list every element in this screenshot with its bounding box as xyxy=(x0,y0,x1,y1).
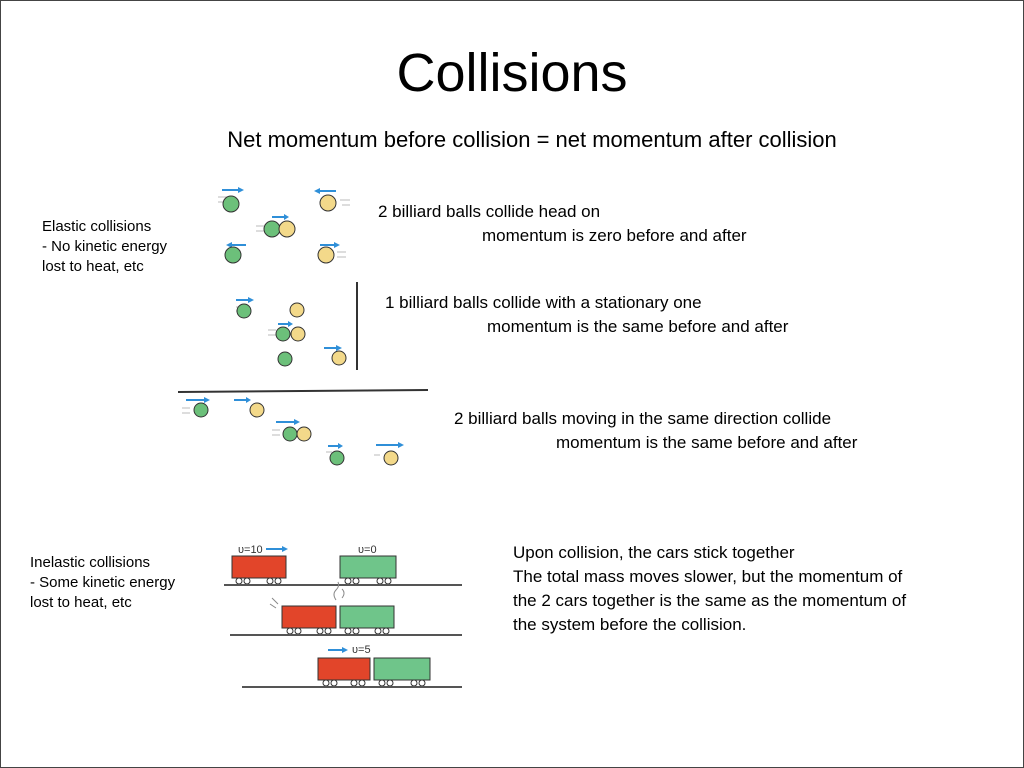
fast-ball-before xyxy=(193,402,209,418)
stationary-ball-impact xyxy=(290,326,306,342)
green-ball-after xyxy=(224,246,242,264)
same-direction-collision-illustration xyxy=(177,389,429,466)
stationary-ball-before xyxy=(289,302,305,318)
case-head-on: 2 billiard balls collide head on momentu… xyxy=(378,200,747,248)
red-car-before xyxy=(231,555,287,579)
moving-ball-impact xyxy=(275,326,291,342)
yellow-ball-before xyxy=(319,194,337,212)
green-car-before xyxy=(339,555,397,579)
yellow-ball-impact xyxy=(278,220,296,238)
green-ball-impact xyxy=(263,220,281,238)
slow-ball-before xyxy=(249,402,265,418)
case-same-direction-line1: 2 billiard balls moving in the same dire… xyxy=(454,409,832,428)
inelastic-line3: lost to heat, etc xyxy=(30,594,132,611)
case-same-direction-line2: momentum is the same before and after xyxy=(556,433,858,452)
cars-line1: Upon collision, the cars stick together xyxy=(513,543,795,562)
case-same-direction: 2 billiard balls moving in the same dire… xyxy=(454,407,857,455)
railroad-cars-illustration: υ=10 υ=0 υ=5 xyxy=(224,544,462,688)
red-car-impact xyxy=(281,605,337,629)
moving-ball-before xyxy=(236,303,252,319)
slow-ball-after xyxy=(383,450,399,466)
head-on-collision-illustration xyxy=(218,187,350,264)
green-ball-before xyxy=(222,195,240,213)
slide-title: Collisions xyxy=(396,43,628,103)
elastic-line2: - No kinetic energy xyxy=(42,238,168,255)
label-stationary-speed: υ=0 xyxy=(358,544,377,556)
inelastic-label: Inelastic collisions - Some kinetic ener… xyxy=(30,553,175,613)
case-head-on-line1: 2 billiard balls collide head on xyxy=(378,202,601,221)
label-before-speed: υ=10 xyxy=(238,544,263,556)
stationary-collision-illustration xyxy=(236,282,358,370)
label-after-speed: υ=5 xyxy=(352,644,371,656)
moving-ball-after xyxy=(277,351,293,367)
case-stationary-line2: momentum is the same before and after xyxy=(487,317,789,336)
inelastic-explanation: Upon collision, the cars stick together … xyxy=(513,541,993,637)
inelastic-heading: Inelastic collisions xyxy=(30,554,151,571)
green-car-after xyxy=(373,657,431,681)
cars-line2: The total mass moves slower, but the mom… xyxy=(513,567,903,586)
case-stationary-line1: 1 billiard balls collide with a stationa… xyxy=(385,293,702,312)
elastic-line3: lost to heat, etc xyxy=(42,258,144,275)
inelastic-line2: - Some kinetic energy xyxy=(30,574,176,591)
elastic-heading: Elastic collisions xyxy=(42,218,152,235)
fast-ball-impact xyxy=(282,426,298,442)
slow-ball-impact xyxy=(296,426,312,442)
elastic-label: Elastic collisions - No kinetic energy l… xyxy=(42,217,167,277)
fast-ball-after xyxy=(329,450,345,466)
case-head-on-line2: momentum is zero before and after xyxy=(482,226,747,245)
red-car-after xyxy=(317,657,371,681)
cars-line3: the 2 cars together is the same as the m… xyxy=(513,591,907,610)
stationary-ball-after xyxy=(331,350,347,366)
case-stationary: 1 billiard balls collide with a stationa… xyxy=(385,291,788,339)
cars-line4: the system before the collision. xyxy=(513,615,747,634)
slide-subtitle: Net momentum before collision = net mome… xyxy=(227,127,837,152)
green-car-impact xyxy=(339,605,395,629)
yellow-ball-after xyxy=(317,246,335,264)
